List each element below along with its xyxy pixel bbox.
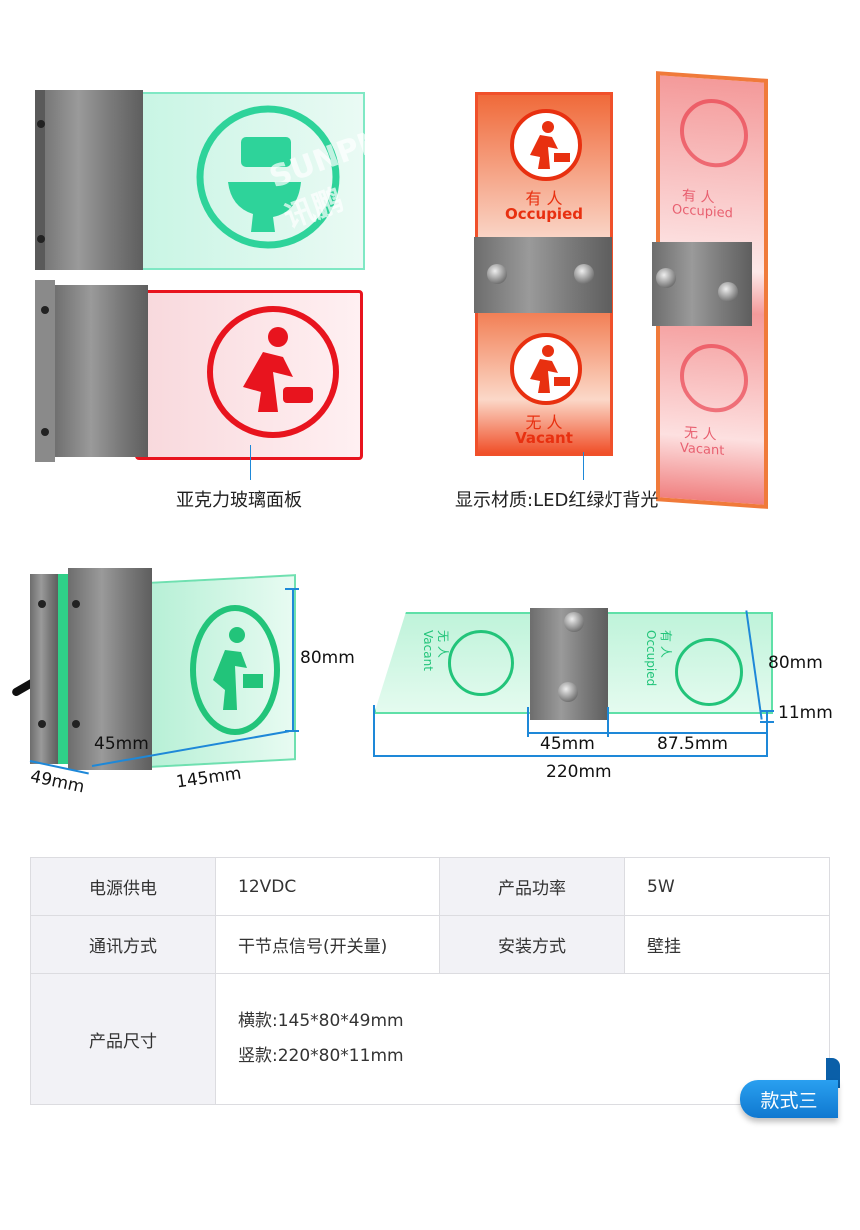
dim-bracket: 45mm: [540, 734, 595, 754]
toilet-icon: [196, 105, 340, 249]
baby-changing-icon: [190, 605, 280, 735]
spec-value: 横款:145*80*49mm 竖款:220*80*11mm: [215, 973, 830, 1105]
green-sign-image: SUNPN讯鹏: [35, 90, 388, 270]
occupied-en: Occupied: [504, 205, 583, 223]
occupied-en: Occupied: [672, 202, 733, 222]
table-row: 通讯方式 干节点信号(开关量) 安装方式 壁挂: [30, 915, 830, 974]
horizontal-sign-dimension-image: 80mm 45mm 49mm 145mm: [0, 560, 360, 810]
baby-changing-icon: [510, 333, 582, 405]
vacant-cn: 无 人: [525, 413, 563, 432]
vacant-cn: 无 人: [436, 630, 450, 658]
size-line: 横款:145*80*49mm: [238, 1011, 404, 1031]
dim-width: 220mm: [546, 762, 612, 782]
spec-table: 电源供电 12VDC 产品功率 5W 通讯方式 干节点信号(开关量) 安装方式 …: [30, 857, 830, 1105]
occupied-cn: 有 人: [525, 189, 563, 208]
table-row: 产品尺寸 横款:145*80*49mm 竖款:220*80*11mm: [30, 973, 830, 1105]
panel-caption: 亚克力玻璃面板: [176, 490, 302, 511]
accessible-icon: [448, 630, 514, 696]
spec-value: 5W: [624, 857, 830, 916]
accessible-icon: [675, 638, 743, 706]
spec-value: 壁挂: [624, 915, 830, 974]
dim-height: 80mm: [768, 653, 823, 673]
spec-label: 电源供电: [30, 857, 216, 916]
orange-sign-image: 有 人 Occupied 无 人 Vacant: [475, 92, 613, 456]
baby-changing-icon: [207, 306, 339, 438]
baby-changing-icon: [510, 109, 582, 181]
leader-line: [583, 452, 584, 480]
spec-label: 通讯方式: [30, 915, 216, 974]
size-line: 竖款:220*80*11mm: [238, 1046, 404, 1066]
dim-thickness: 11mm: [778, 703, 833, 723]
dim-width: 145mm: [174, 763, 243, 793]
leader-line: [250, 445, 251, 480]
dim-bracket: 45mm: [94, 734, 149, 754]
occupied-en: Occupied: [644, 630, 658, 687]
spec-value: 12VDC: [215, 857, 440, 916]
occupied-cn: 有 人: [659, 630, 673, 658]
material-caption: 显示材质:LED红绿灯背光: [455, 490, 659, 511]
vacant-en: Vacant: [515, 429, 573, 447]
spec-label: 产品功率: [439, 857, 625, 916]
spec-label: 产品尺寸: [30, 973, 216, 1105]
vacant-en: Vacant: [680, 440, 725, 459]
vacant-en: Vacant: [421, 630, 435, 671]
style-badge: 款式三: [740, 1080, 838, 1118]
spec-label: 安装方式: [439, 915, 625, 974]
red-sign-image: [35, 280, 363, 462]
table-row: 电源供电 12VDC 产品功率 5W: [30, 857, 830, 916]
dim-half: 87.5mm: [657, 734, 728, 754]
dim-height: 80mm: [300, 648, 355, 668]
spec-value: 干节点信号(开关量): [215, 915, 440, 974]
